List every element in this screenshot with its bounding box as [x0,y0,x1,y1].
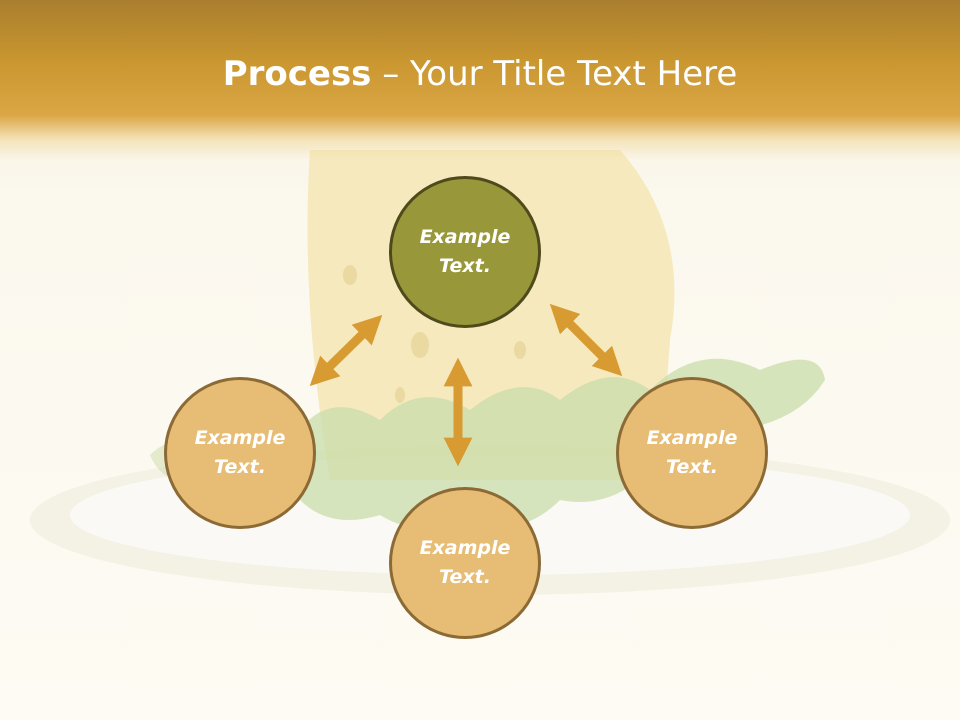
center-circle: Example Text. [389,176,541,328]
title-bold: Process [222,54,372,94]
center-circle-text: Example Text. [419,226,511,277]
bottom-circle-text: Example Text. [419,537,511,588]
arrow-center-right [549,303,623,377]
left-circle-text: Example Text. [194,427,286,478]
page-title: Process – Your Title Text Here [0,52,960,96]
arrow-center-left [309,314,383,387]
right-circle-text: Example Text. [646,427,738,478]
title-rest: – Your Title Text Here [371,54,738,94]
bottom-circle: Example Text. [389,487,541,639]
right-circle: Example Text. [616,377,768,529]
left-circle: Example Text. [164,377,316,529]
title-bar [0,0,960,160]
